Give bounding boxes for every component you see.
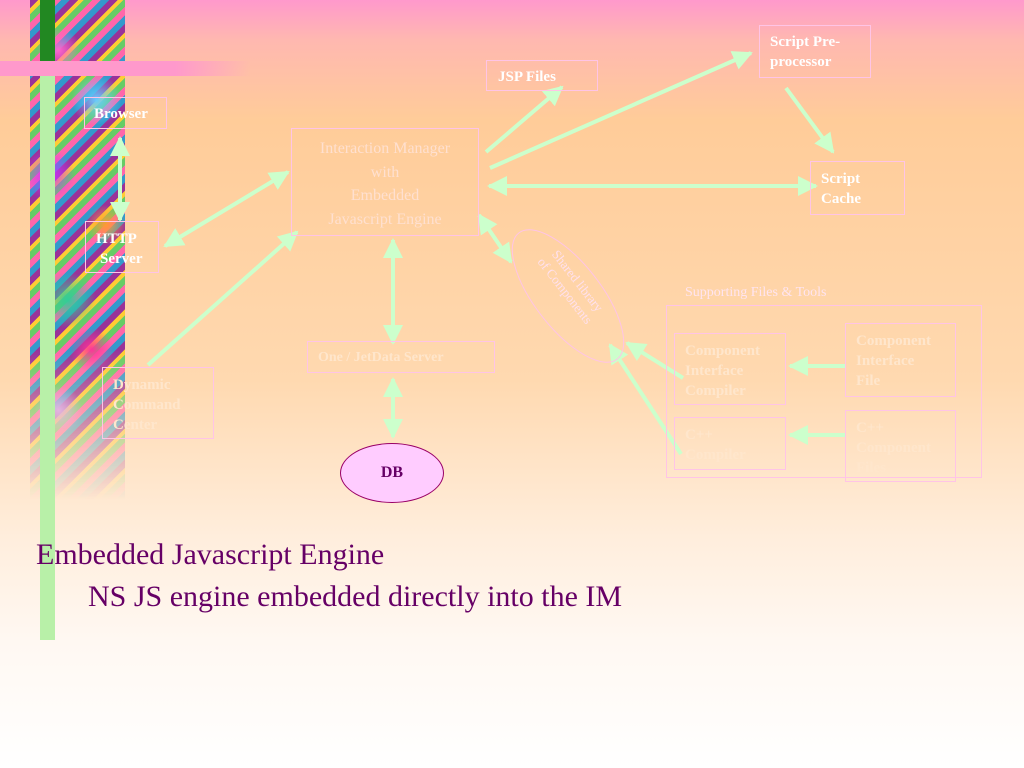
cpp-component-files-box: C++ Component Files bbox=[845, 410, 956, 482]
arrow-oval-cppc bbox=[608, 343, 683, 456]
cpp-compiler-box: C++ Compiler bbox=[674, 417, 786, 470]
ccf-label-1: C++ bbox=[856, 420, 884, 436]
script-cache-label-1: Script bbox=[821, 171, 861, 187]
browser-box: Browser bbox=[84, 97, 167, 129]
http-server-label-2: Server bbox=[100, 251, 143, 267]
supporting-files-label: Supporting Files & Tools bbox=[685, 285, 827, 300]
cppc-label-2: Compiler bbox=[685, 447, 746, 463]
im-label-3: Embedded bbox=[350, 187, 420, 204]
browser-label: Browser bbox=[94, 106, 148, 122]
green-vertical-bar bbox=[40, 0, 55, 640]
arrow-http-im bbox=[163, 170, 290, 248]
db-label: DB bbox=[380, 464, 404, 481]
arrow-dcc-im bbox=[146, 230, 299, 367]
pink-horizontal-bar bbox=[0, 61, 250, 76]
im-label-1: Interaction Manager bbox=[319, 140, 451, 157]
arrow-preprocessor-cache bbox=[784, 86, 835, 154]
cppc-label-1: C++ bbox=[685, 427, 713, 443]
script-cache-label-2: Cache bbox=[821, 191, 861, 207]
dark-green-bar-accent bbox=[40, 0, 55, 70]
slide-heading: Embedded Javascript Engine bbox=[36, 538, 385, 571]
cic-label-3: Compiler bbox=[685, 383, 746, 399]
http-server-box: HTTP Server bbox=[85, 221, 159, 273]
jsp-files-box: JSP Files bbox=[486, 60, 598, 91]
http-server-label-1: HTTP bbox=[96, 231, 137, 247]
dcc-label-2: Command bbox=[113, 397, 181, 413]
component-interface-compiler-box: Component Interface Compiler bbox=[674, 333, 786, 405]
slide-subheading: NS JS engine embedded directly into the … bbox=[88, 580, 623, 613]
arrow-oval-cic bbox=[625, 341, 685, 380]
component-interface-file-box: Component Interface File bbox=[845, 323, 956, 397]
interaction-manager-box: Interaction Manager with Embedded Javasc… bbox=[291, 128, 479, 236]
arrow-im-preprocessor bbox=[489, 51, 753, 170]
script-preprocessor-label-1: Script Pre- bbox=[770, 34, 841, 50]
dcc-label-1: Dynamic bbox=[113, 377, 171, 393]
db-ellipse: DB bbox=[340, 443, 444, 503]
im-label-2: with bbox=[370, 163, 400, 181]
script-preprocessor-label-2: processor bbox=[770, 54, 832, 70]
ccf-label-2: Component bbox=[856, 440, 932, 456]
supporting-files-box bbox=[666, 305, 982, 478]
arrow-im-jsp bbox=[484, 85, 564, 154]
ccf-label-3: Files bbox=[856, 460, 886, 476]
script-cache-box: Script Cache bbox=[810, 161, 905, 215]
shared-library-oval bbox=[511, 229, 625, 363]
data-server-label: One / JetData Server bbox=[318, 350, 444, 365]
dynamic-command-center-box: Dynamic Command Center bbox=[102, 367, 214, 439]
cic-label-1: Component bbox=[685, 343, 761, 359]
cif-label-2: Interface bbox=[856, 353, 915, 369]
script-preprocessor-box: Script Pre- processor bbox=[759, 25, 871, 78]
data-server-box: One / JetData Server bbox=[307, 341, 495, 373]
dcc-label-3: Center bbox=[113, 417, 158, 433]
arrow-im-oval bbox=[477, 213, 513, 264]
cif-label-1: Component bbox=[856, 333, 932, 349]
cif-label-3: File bbox=[856, 373, 881, 389]
cic-label-2: Interface bbox=[685, 363, 744, 379]
im-label-4: Javascript Engine bbox=[328, 210, 442, 228]
jsp-files-label: JSP Files bbox=[498, 69, 556, 85]
